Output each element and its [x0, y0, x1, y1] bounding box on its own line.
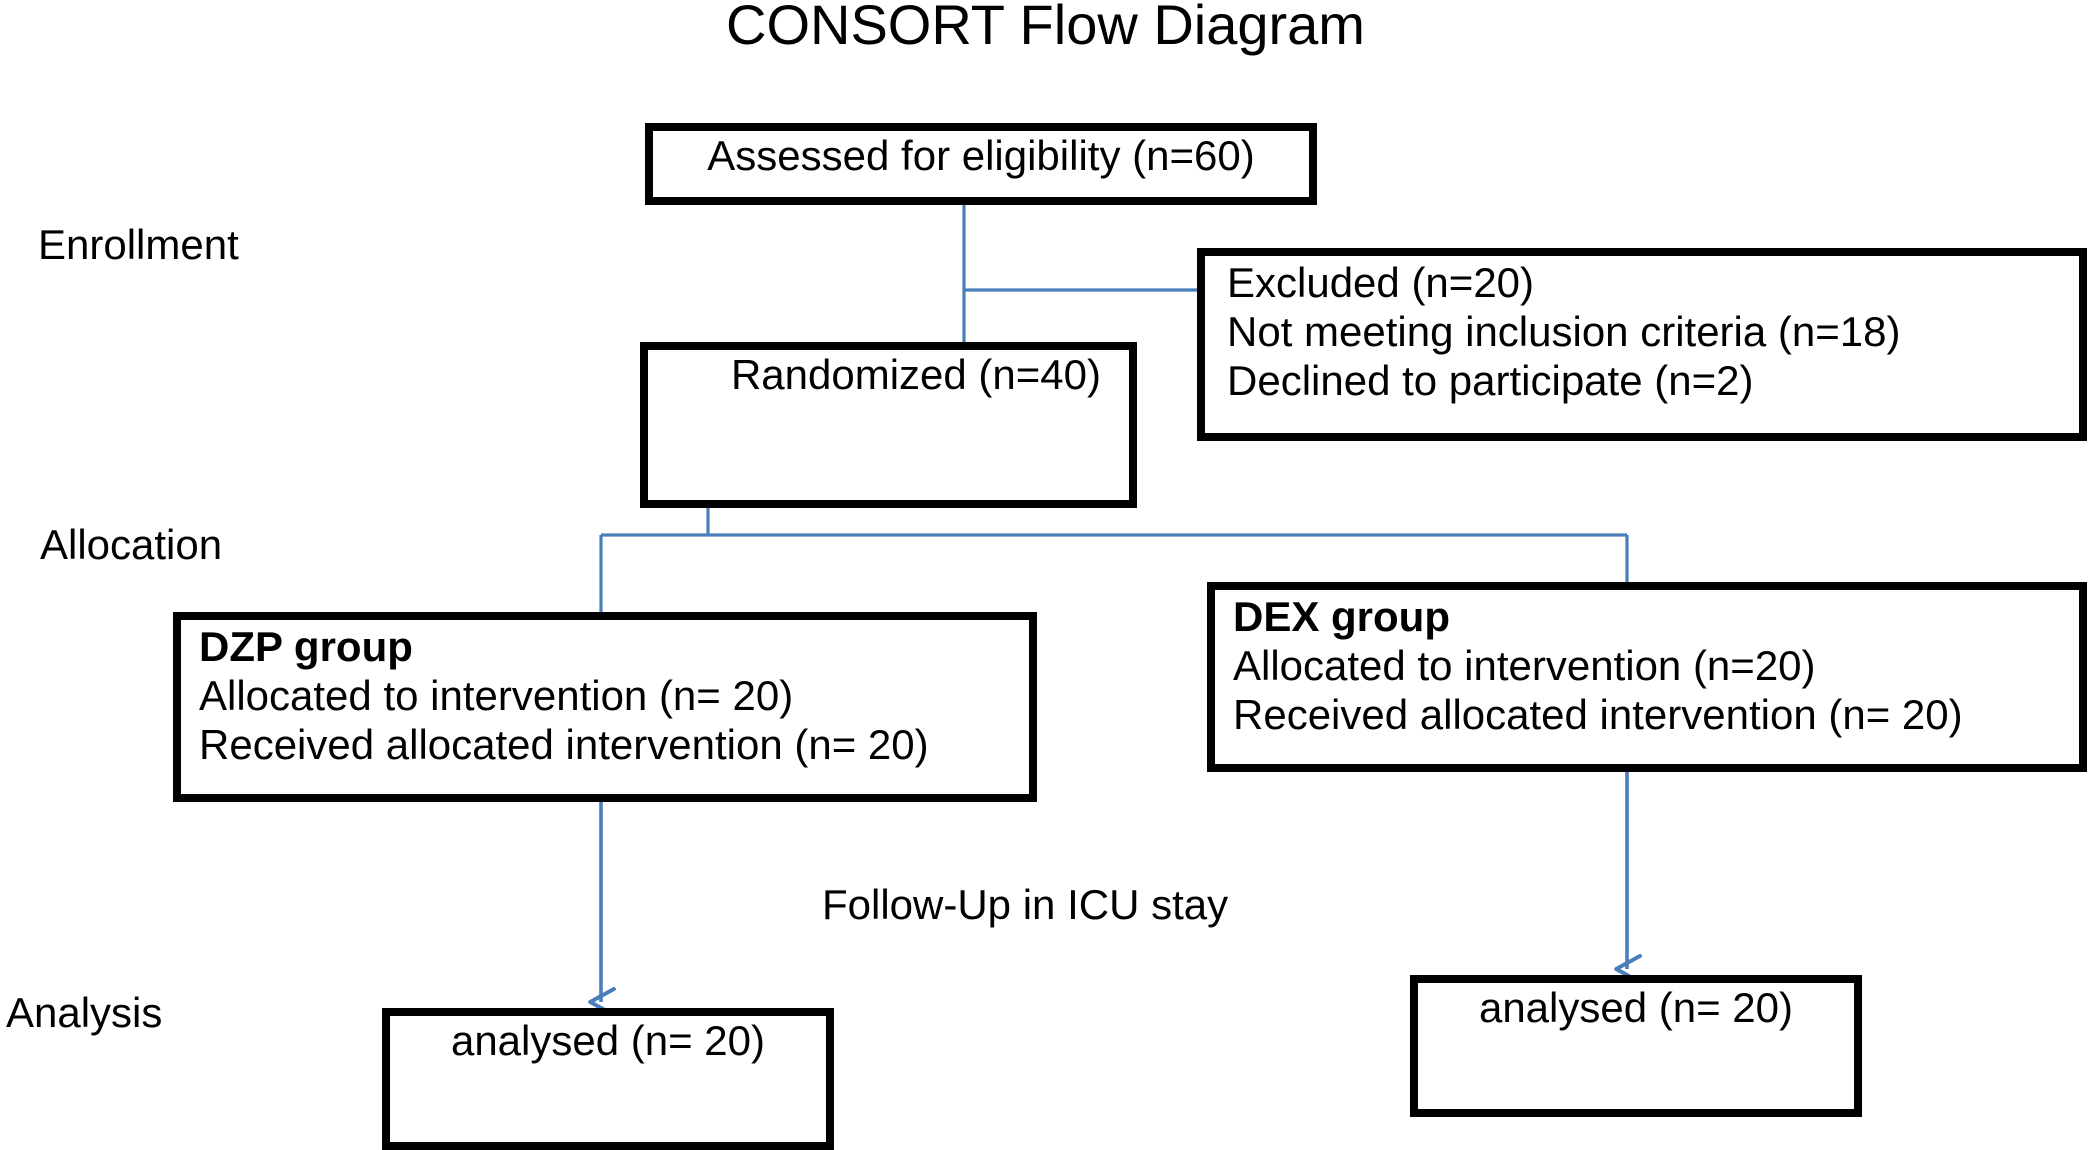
node-heading-dzp: DZP group [199, 623, 413, 670]
node-text-excluded-total: Excluded (n=20) [1227, 259, 1535, 306]
node-text-excluded-reason-2: Declined to participate (n=2) [1227, 357, 1754, 405]
node-text: Assessed for eligibility (n=60) [707, 132, 1255, 179]
node-text: analysed (n= 20) [1478, 984, 1794, 1031]
node-text: Randomized (n=40) [730, 351, 1102, 398]
node-text-dex-allocated: Allocated to intervention (n=20) [1233, 642, 1816, 690]
stage-label-analysis: Analysis [6, 989, 163, 1036]
stage-label-enrollment: Enrollment [38, 221, 239, 268]
node-text-dex-received: Received allocated intervention (n= 20) [1233, 691, 1963, 739]
node-assessed-for-eligibility: Assessed for eligibility (n=60) [645, 123, 1317, 205]
node-heading-dex: DEX group [1233, 593, 1450, 640]
stage-label-allocation: Allocation [40, 521, 223, 568]
node-text: analysed (n= 20) [450, 1017, 766, 1064]
node-text-dzp-received: Received allocated intervention (n= 20) [199, 721, 929, 769]
node-analysed-dzp: analysed (n= 20) [382, 1008, 834, 1150]
node-analysed-dex: analysed (n= 20) [1410, 975, 1862, 1117]
page-title: CONSORT Flow Diagram [726, 0, 1365, 56]
node-text-dzp-allocated: Allocated to intervention (n= 20) [199, 672, 794, 720]
follow-up-note: Follow-Up in ICU stay [822, 881, 1229, 928]
node-randomized: Randomized (n=40) [640, 342, 1137, 508]
node-dex-group: DEX group Allocated to intervention (n=2… [1207, 582, 2087, 772]
node-excluded: Excluded (n=20) Not meeting inclusion cr… [1197, 248, 2087, 441]
node-dzp-group: DZP group Allocated to intervention (n= … [173, 612, 1037, 802]
node-text-excluded-reason-1: Not meeting inclusion criteria (n=18) [1227, 308, 1901, 356]
